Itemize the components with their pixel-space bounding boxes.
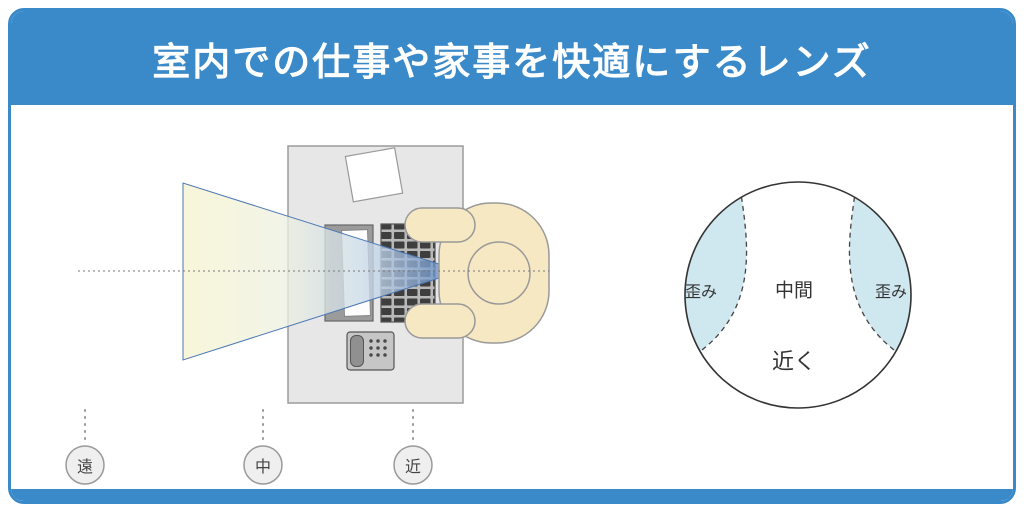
person-arm-right <box>404 303 476 339</box>
desk-scene-illustration <box>65 145 550 485</box>
lens-distortion-zone-left <box>684 197 747 352</box>
label-distortion-right: 歪み <box>874 282 908 301</box>
label-intermediate: 中間 <box>774 279 814 302</box>
phone <box>346 331 395 371</box>
card-frame: 室内での仕事や家事を快適にするレンズ <box>8 8 1016 504</box>
person-arm-left <box>404 207 476 243</box>
distance-markers <box>65 445 433 485</box>
footer-bar <box>11 489 1013 501</box>
lens-distortion-zone-right <box>849 197 912 352</box>
label-distortion-left: 歪み <box>684 282 718 301</box>
zone-boundary-right <box>848 196 897 353</box>
lens-diagram <box>684 181 912 409</box>
label-distance-far: 遠 <box>76 457 94 476</box>
lens-circle-outline <box>684 181 912 409</box>
paper-sheet <box>344 147 404 203</box>
person <box>404 202 550 344</box>
label-near-zone: 近く <box>771 350 817 375</box>
header-bar: 室内での仕事や家事を快適にするレンズ <box>11 11 1013 105</box>
distance-guides <box>84 409 414 445</box>
label-distance-near: 近 <box>404 457 422 476</box>
label-distance-mid: 中 <box>254 457 272 476</box>
marker-circle-mid <box>243 445 283 485</box>
page-title: 室内での仕事や家事を快適にするレンズ <box>152 39 872 84</box>
marker-circle-far <box>65 445 105 485</box>
zone-boundary-left <box>699 196 748 353</box>
phone-handset <box>350 335 364 367</box>
marker-circle-near <box>393 445 433 485</box>
person-head <box>467 241 531 305</box>
